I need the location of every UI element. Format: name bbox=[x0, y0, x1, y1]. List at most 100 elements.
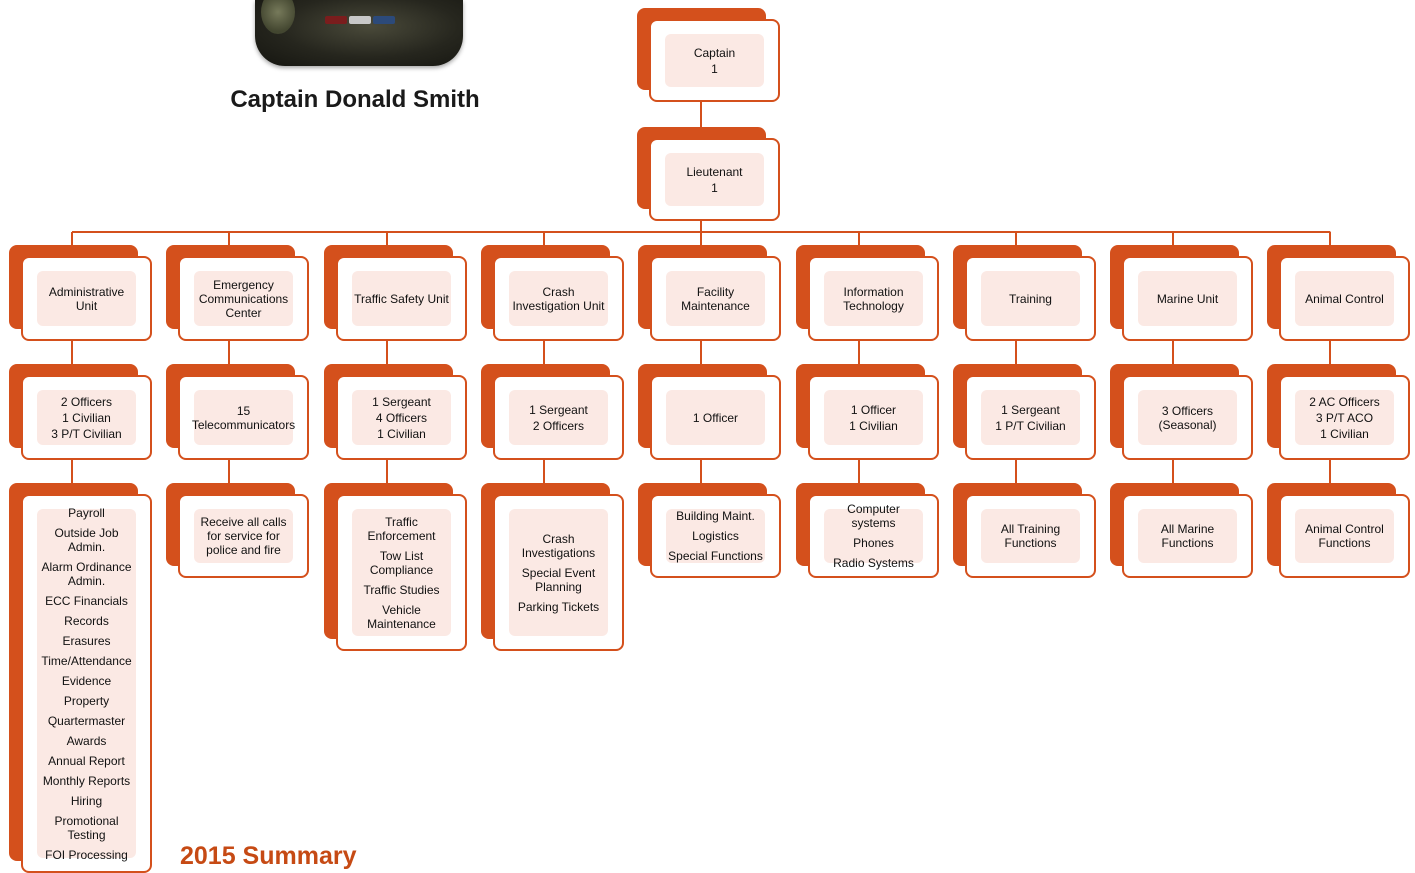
box-line: 1 P/T Civilian bbox=[995, 418, 1066, 433]
box-frame: Receive all calls for service for police… bbox=[178, 494, 309, 578]
box-content: 15 Telecommunicators bbox=[192, 390, 295, 445]
box-frame: Animal Control Functions bbox=[1279, 494, 1410, 578]
box-line: Captain bbox=[693, 45, 736, 60]
box-frame: Traffic Safety Unit bbox=[336, 256, 467, 341]
box-line: 1 Officer bbox=[850, 402, 897, 417]
ribbon-icon bbox=[373, 16, 395, 24]
box-content: Information Technology bbox=[824, 271, 923, 326]
box-line: All Training Functions bbox=[1000, 522, 1061, 550]
box-line: Lieutenant bbox=[686, 164, 743, 179]
box-frame: 15 Telecommunicators bbox=[178, 375, 309, 460]
box-line: Promotional Testing bbox=[54, 813, 119, 842]
unit-name-box: Emergency Communications Center bbox=[166, 245, 309, 341]
box-line: Emergency Communications Center bbox=[198, 277, 289, 320]
box-frame: 3 Officers (Seasonal) bbox=[1122, 375, 1253, 460]
box-content: Facility Maintenance bbox=[666, 271, 765, 326]
box-line: Special Event Planning bbox=[521, 565, 596, 594]
unit-name-box: Traffic Safety Unit bbox=[324, 245, 467, 341]
box-line: 1 bbox=[711, 180, 718, 195]
unit-functions-box: All Training Functions bbox=[953, 483, 1096, 578]
box-line: Computer systems bbox=[847, 502, 900, 530]
box-line: 1 Civilian bbox=[377, 426, 426, 441]
box-frame: Training bbox=[965, 256, 1096, 341]
box-line: Alarm Ordinance Admin. bbox=[41, 559, 132, 588]
box-line: Crash Investigations bbox=[521, 531, 596, 560]
box-line: Information Technology bbox=[843, 284, 904, 313]
captain-photo bbox=[255, 0, 463, 66]
box-line: Outside Job Admin. bbox=[54, 525, 119, 554]
box-line: Quartermaster bbox=[47, 713, 126, 728]
ribbon-icon bbox=[325, 16, 347, 24]
box-line: 1 bbox=[711, 61, 718, 76]
box-frame: Facility Maintenance bbox=[650, 256, 781, 341]
unit-name-box: Animal Control bbox=[1267, 245, 1410, 341]
box-line: 3 P/T ACO bbox=[1315, 410, 1374, 425]
box-content: Administrative Unit bbox=[37, 271, 136, 326]
box-frame: Crash Investigation Unit bbox=[493, 256, 624, 341]
box-frame: 1 Officer bbox=[650, 375, 781, 460]
box-line: Tow List Compliance bbox=[369, 548, 434, 577]
box-line: 1 Civilian bbox=[1320, 426, 1369, 441]
box-line: Radio Systems bbox=[833, 556, 914, 570]
box-line: Administrative Unit bbox=[48, 284, 125, 313]
box-line: Erasures bbox=[62, 633, 111, 648]
box-line: Annual Report bbox=[48, 753, 125, 768]
box-frame: Emergency Communications Center bbox=[178, 256, 309, 341]
box-line: 1 Civilian bbox=[62, 410, 111, 425]
unit-name-box: Crash Investigation Unit bbox=[481, 245, 624, 341]
unit-functions-box: All Marine Functions bbox=[1110, 483, 1253, 578]
box-line: Logistics bbox=[692, 529, 739, 543]
box-content: Training bbox=[981, 271, 1080, 326]
box-line: Payroll bbox=[68, 505, 105, 520]
box-frame: All Marine Functions bbox=[1122, 494, 1253, 578]
box-line: Traffic Studies bbox=[363, 582, 440, 597]
box-line: 4 Officers bbox=[375, 410, 428, 425]
box-line: All Marine Functions bbox=[1160, 522, 1215, 550]
unit-staff-box: 15 Telecommunicators bbox=[166, 364, 309, 460]
police-badge-icon bbox=[261, 0, 295, 34]
box-line: Vehicle Maintenance bbox=[367, 602, 436, 631]
unit-functions-box: Animal Control Functions bbox=[1267, 483, 1410, 578]
box-line: 2 AC Officers bbox=[1309, 394, 1380, 409]
box-line: Building Maint. bbox=[676, 509, 755, 523]
box-line: Monthly Reports bbox=[42, 773, 131, 788]
box-line: 1 Civilian bbox=[849, 418, 898, 433]
box-content: Animal Control bbox=[1295, 271, 1394, 326]
box-line: Time/Attendance bbox=[41, 653, 132, 668]
box-line: Animal Control bbox=[1305, 291, 1384, 306]
box-line: 3 Officers (Seasonal) bbox=[1158, 403, 1217, 432]
box-line: Traffic Enforcement bbox=[367, 514, 436, 543]
captain-name: Captain Donald Smith bbox=[230, 86, 480, 113]
box-line: 1 Sergeant bbox=[372, 394, 431, 409]
unit-name-box: Information Technology bbox=[796, 245, 939, 341]
box-line: Traffic Safety Unit bbox=[354, 291, 449, 306]
box-line: 1 Sergeant bbox=[1001, 402, 1060, 417]
unit-name-box: Administrative Unit bbox=[9, 245, 152, 341]
